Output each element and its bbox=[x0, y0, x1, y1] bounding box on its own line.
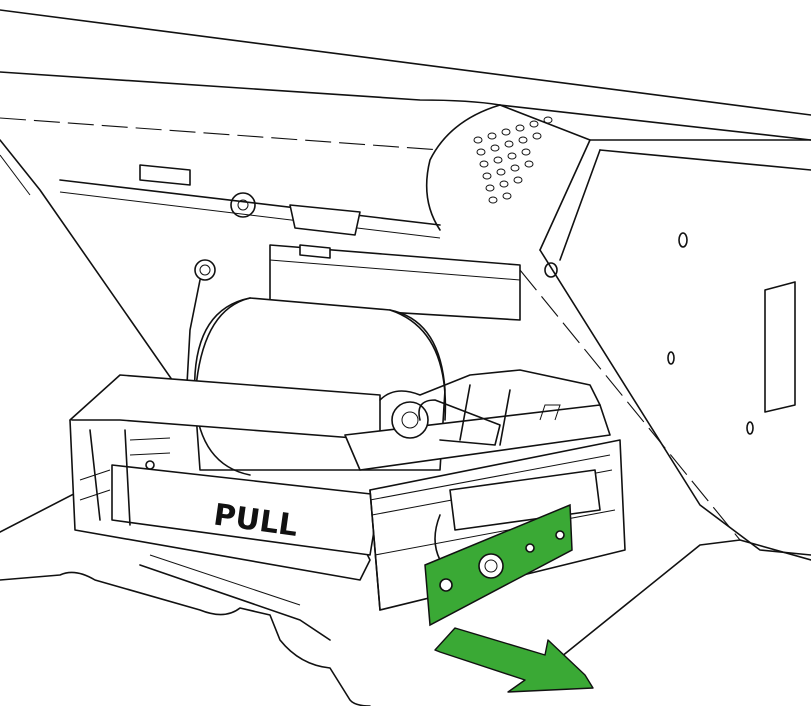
grille-hole bbox=[473, 136, 483, 144]
grille-hole bbox=[524, 160, 534, 168]
grille-hole bbox=[479, 160, 489, 168]
grille-hole bbox=[501, 128, 511, 136]
grille-hole bbox=[493, 156, 503, 164]
grille-hole bbox=[487, 132, 497, 140]
side-panel bbox=[519, 139, 811, 556]
speaker-grille bbox=[473, 116, 553, 204]
grille-hole bbox=[529, 120, 539, 128]
roll-tray bbox=[69, 374, 381, 581]
grille-hole bbox=[521, 148, 531, 156]
grille-hole bbox=[476, 148, 486, 156]
grille-hole bbox=[518, 136, 528, 144]
grille-hole bbox=[532, 132, 542, 140]
printer-mechanism bbox=[269, 244, 521, 321]
inner-frame bbox=[59, 164, 441, 421]
grille-hole bbox=[507, 152, 517, 160]
pull-direction-arrow-icon bbox=[434, 627, 594, 693]
release-lever bbox=[424, 503, 573, 627]
grille-hole bbox=[488, 196, 498, 204]
grille-hole bbox=[485, 184, 495, 192]
grille-hole bbox=[496, 168, 506, 176]
grille-hole bbox=[502, 192, 512, 200]
grille-hole bbox=[543, 116, 553, 124]
grille-hole bbox=[482, 172, 492, 180]
grille-hole bbox=[490, 144, 500, 152]
grille-hole bbox=[515, 124, 525, 132]
grille-hole bbox=[499, 180, 509, 188]
grille-hole bbox=[510, 164, 520, 172]
grille-hole bbox=[504, 140, 514, 148]
grille-hole bbox=[513, 176, 523, 184]
